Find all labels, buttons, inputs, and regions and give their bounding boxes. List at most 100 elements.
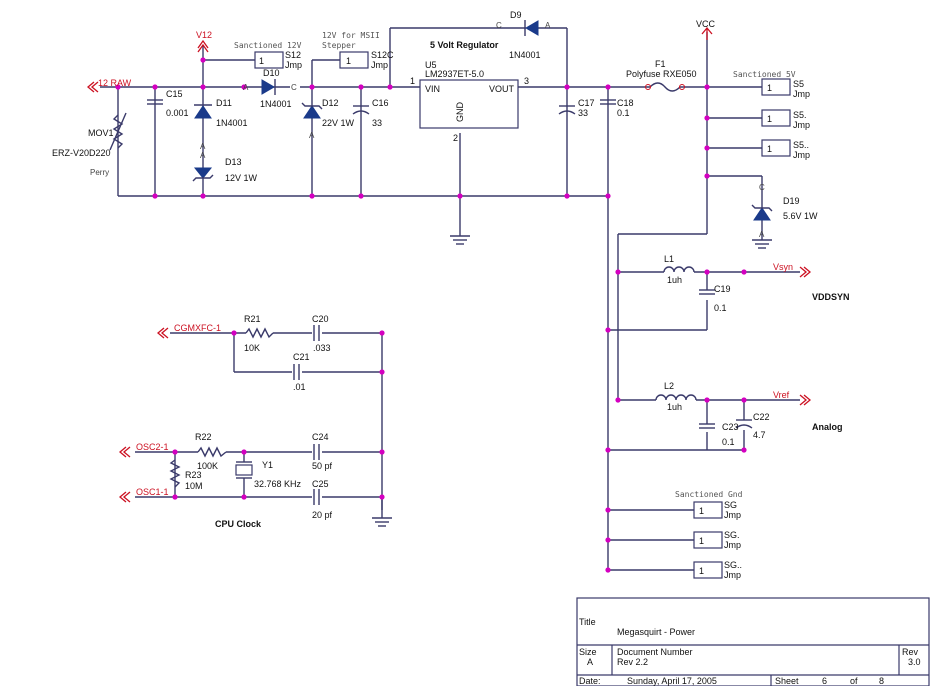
- f1-symbol: [645, 82, 685, 92]
- d11-pin-a: A: [200, 142, 206, 151]
- d9-symbol: [524, 20, 539, 36]
- c15-value: 0.001: [166, 108, 189, 118]
- s5c-value: Jmp: [793, 150, 810, 160]
- c22-symbol: [735, 419, 753, 429]
- d13-symbol: [192, 167, 214, 182]
- net-vcc: VCC: [696, 19, 716, 29]
- mov1-symbol: [109, 112, 127, 151]
- date-value: Sunday, April 17, 2005: [627, 676, 717, 686]
- note-sanctioned-5v: Sanctioned 5V: [733, 70, 796, 79]
- s5a-value: Jmp: [793, 89, 810, 99]
- d9-value: 1N4001: [509, 50, 541, 60]
- mov1-ref: MOV1: [88, 128, 114, 138]
- ground-symbols: [372, 235, 772, 527]
- d12-ref: D12: [322, 98, 339, 108]
- d10-ref: D10: [263, 68, 280, 78]
- r23-ref: R23: [185, 470, 202, 480]
- net-vsyn: Vsyn: [773, 262, 793, 272]
- d19-pin-c: C: [759, 183, 765, 192]
- note-analog: Analog: [812, 422, 843, 432]
- c25-symbol: [313, 489, 320, 505]
- l1-ref: L1: [664, 254, 674, 264]
- d10-pin-c: C: [291, 83, 297, 92]
- y1-symbol: [235, 461, 253, 479]
- r23-value: 10M: [185, 481, 203, 491]
- s12-value: Jmp: [285, 60, 302, 70]
- u5-gnd: GND: [455, 102, 465, 123]
- s5a-ref: S5: [793, 79, 804, 89]
- u5-pin3: 3: [524, 76, 529, 86]
- c22-ref: C22: [753, 412, 770, 422]
- sgc-value: Jmp: [724, 570, 741, 580]
- s5c-pin: 1: [767, 144, 772, 154]
- of-label: of: [850, 676, 858, 686]
- date-label: Date:: [579, 676, 601, 686]
- c20-symbol: [313, 325, 320, 341]
- c21-value: .01: [293, 382, 306, 392]
- s12-pin: 1: [259, 56, 264, 66]
- sheet-value: 6: [822, 676, 827, 686]
- s5b-ref: S5.: [793, 110, 807, 120]
- u5-vin: VIN: [425, 84, 440, 94]
- title-value: Megasquirt - Power: [617, 627, 695, 637]
- c24-value: 50 pf: [312, 461, 333, 471]
- c17-value: 33: [578, 108, 588, 118]
- c15-ref: C15: [166, 89, 183, 99]
- size-label: Size: [579, 647, 597, 657]
- d13-value: 12V 1W: [225, 173, 258, 183]
- note-sanctioned-12v: Sanctioned 12V: [234, 41, 302, 50]
- d10-pin-a: A: [243, 83, 249, 92]
- r23-symbol: [169, 459, 181, 488]
- c16-value: 33: [372, 118, 382, 128]
- net-cgmxfc: CGMXFC-1: [174, 323, 221, 333]
- sheet-total: 8: [879, 676, 884, 686]
- jumper-boxes: [254, 51, 791, 579]
- l2-value: 1uh: [667, 402, 682, 412]
- s12-ref: S12: [285, 50, 301, 60]
- u5-regulator: [419, 79, 519, 129]
- note-stepper: Stepper: [322, 41, 356, 50]
- junction-dots: [115, 57, 747, 573]
- d19-ref: D19: [783, 196, 800, 206]
- d19-value: 5.6V 1W: [783, 211, 818, 221]
- r21-symbol: [245, 327, 274, 339]
- y1-value: 32.768 KHz: [254, 479, 302, 489]
- c18-ref: C18: [617, 98, 634, 108]
- u5-value: LM2937ET-5.0: [425, 69, 484, 79]
- title-block: Title Megasquirt - Power Size A Document…: [576, 597, 930, 686]
- sheet-label: Sheet: [775, 676, 799, 686]
- c16-ref: C16: [372, 98, 389, 108]
- d11-value: 1N4001: [216, 118, 248, 128]
- d13-ref: D13: [225, 157, 242, 167]
- f1-value: Polyfuse RXE050: [626, 69, 697, 79]
- c23-value: 0.1: [722, 437, 735, 447]
- l1-value: 1uh: [667, 275, 682, 285]
- s12c-ref: S12C: [371, 50, 394, 60]
- r22-value: 100K: [197, 461, 218, 471]
- l2-symbol: [655, 394, 697, 401]
- c18-value: 0.1: [617, 108, 630, 118]
- d10-symbol: [261, 79, 276, 95]
- r22-symbol: [197, 446, 227, 458]
- d13-pin-a: A: [200, 151, 206, 160]
- d12-value: 22V 1W: [322, 118, 355, 128]
- mov1-value: ERZ-V20D220: [52, 148, 111, 158]
- c25-value: 20 pf: [312, 510, 333, 520]
- labels: V12 VCC 12 RAW CGMXFC-1 OSC2-1 OSC1-1 Vs…: [52, 10, 850, 580]
- s12c-value: Jmp: [371, 60, 388, 70]
- net-v12: V12: [196, 30, 212, 40]
- c21-ref: C21: [293, 352, 310, 362]
- c20-value: .033: [313, 343, 331, 353]
- d9-pin-a: A: [545, 21, 551, 30]
- note-msii: 12V for MSII: [322, 31, 380, 40]
- s5b-value: Jmp: [793, 120, 810, 130]
- rev-label: Rev: [902, 647, 919, 657]
- l1-symbol: [663, 266, 695, 273]
- c16-symbol: [352, 105, 370, 115]
- size-value: A: [587, 657, 593, 667]
- c18-symbol: [600, 99, 616, 105]
- c23-symbol: [699, 423, 715, 429]
- u5-pin1: 1: [410, 76, 415, 86]
